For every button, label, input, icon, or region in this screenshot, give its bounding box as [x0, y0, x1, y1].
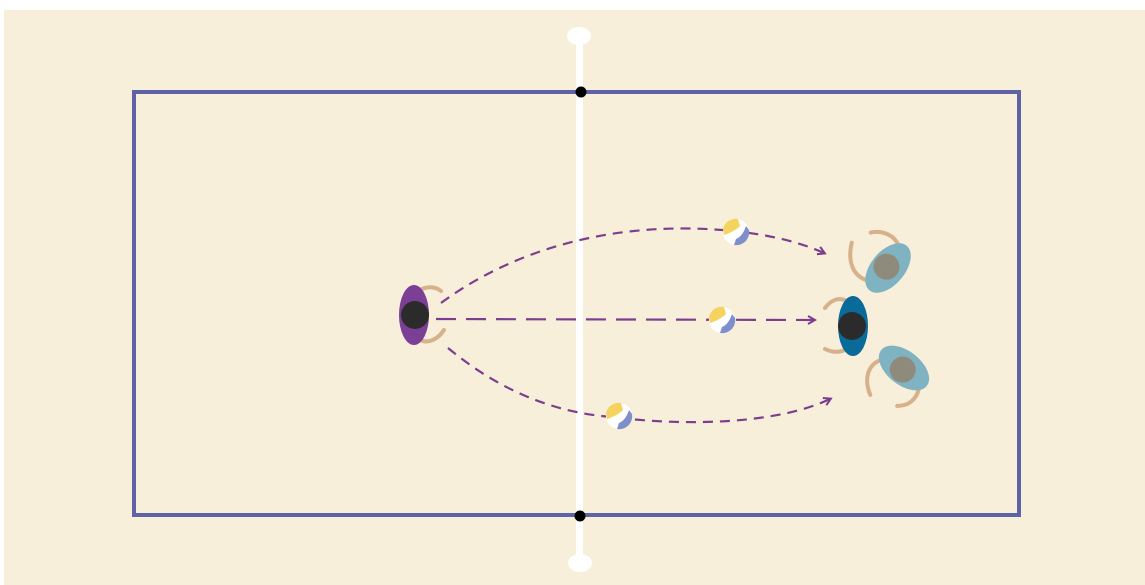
net: [567, 27, 592, 572]
pass-trajectory-lower: [447, 347, 830, 424]
pass-trajectory-middle: [435, 319, 814, 320]
player-topdown-icon: [848, 229, 911, 293]
volleyball-icon: [709, 306, 736, 334]
volleyball-icon: [606, 402, 633, 430]
court-background: [4, 10, 1145, 585]
player-topdown-icon: [823, 296, 868, 356]
volleyball-icon: [723, 218, 750, 246]
player-topdown-icon: [399, 285, 446, 345]
net-band: [576, 36, 583, 564]
pass-trajectory-upper: [440, 227, 824, 304]
balls: [606, 218, 750, 430]
pass-trajectories: [435, 227, 830, 424]
net-post-top: [575, 86, 587, 98]
player-topdown-icon: [865, 345, 930, 408]
players: [399, 229, 930, 408]
net-antenna-top: [567, 27, 591, 45]
net-antenna-bottom: [568, 554, 592, 572]
net-post-bottom: [574, 510, 586, 522]
